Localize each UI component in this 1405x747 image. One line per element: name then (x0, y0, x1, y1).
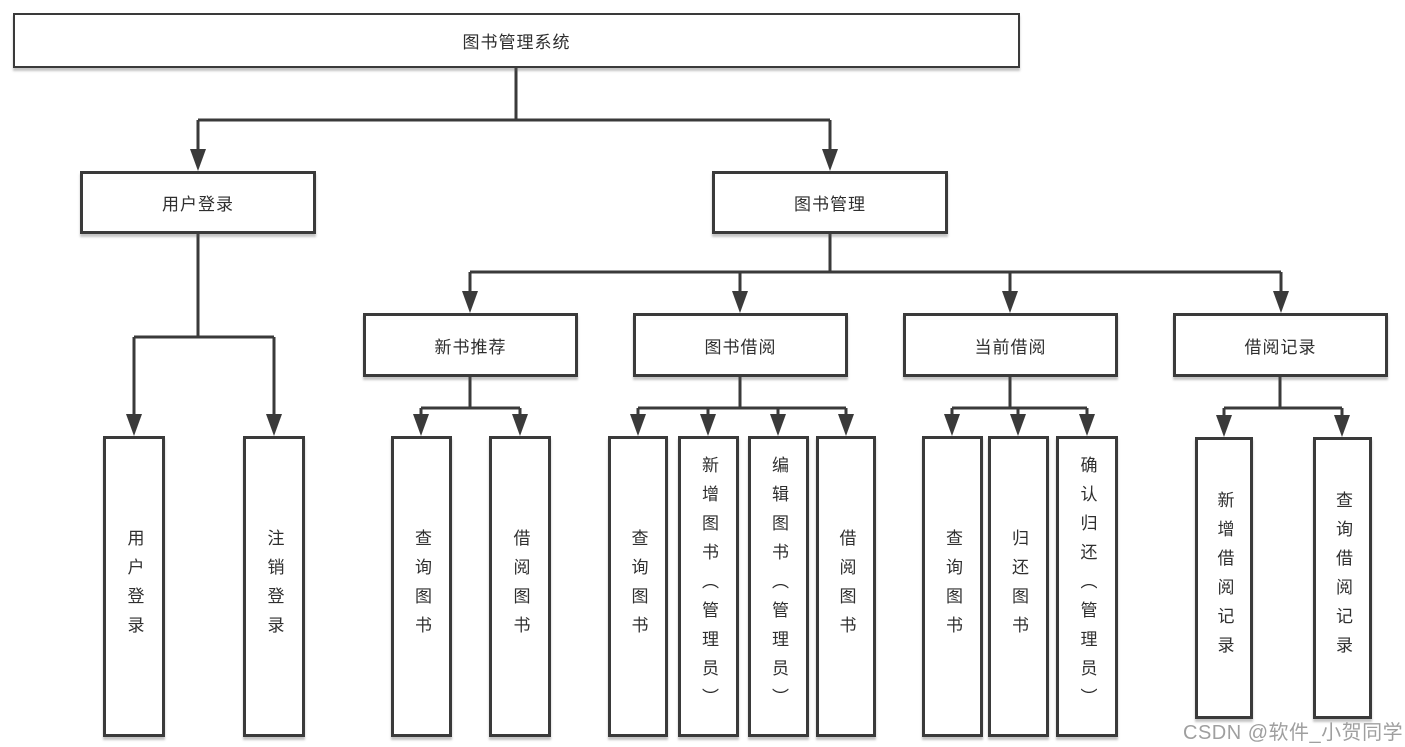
leaf-cb-query-book: 查询图书 (922, 436, 983, 737)
connector-book-mgmt-to-level3 (468, 234, 1283, 296)
arrowhead-down-icon (190, 149, 206, 171)
node-library-system: 图书管理系统 (13, 13, 1020, 68)
leaf-bb-add-book-admin: 新增图书（管理员） (678, 436, 739, 737)
leaf-logout: 注销登录 (243, 436, 305, 737)
connector-user-login-to-leaves (132, 234, 276, 420)
leaf-br-add-record: 新增借阅记录 (1195, 437, 1253, 719)
leaf-nb-borrow-book: 借阅图书 (489, 436, 551, 737)
arrowhead-down-icon (732, 291, 748, 313)
connector-current-borrow-to-leaves (950, 377, 1089, 420)
leaf-bb-borrow-book: 借阅图书 (816, 436, 876, 737)
arrowhead-down-icon (462, 291, 478, 313)
arrowhead-down-icon (512, 414, 528, 436)
leaf-user-login: 用户登录 (103, 436, 165, 737)
connector-book-borrow-to-leaves (636, 377, 848, 420)
arrowhead-down-icon (1010, 414, 1026, 436)
watermark: CSDN @软件_小贺同学 (1183, 722, 1404, 744)
arrowhead-down-icon (822, 149, 838, 171)
arrowhead-down-icon (126, 414, 142, 436)
connector-new-book-to-leaves (419, 377, 522, 420)
node-user-login: 用户登录 (80, 171, 316, 234)
arrowhead-down-icon (944, 414, 960, 436)
leaf-bb-query-book: 查询图书 (608, 436, 668, 737)
arrowhead-down-icon (1216, 415, 1232, 437)
leaf-bb-edit-book-admin: 编辑图书（管理员） (748, 436, 809, 737)
arrowhead-down-icon (630, 414, 646, 436)
leaf-br-query-record: 查询借阅记录 (1313, 437, 1372, 719)
arrowhead-down-icon (1079, 414, 1095, 436)
arrowhead-down-icon (413, 414, 429, 436)
connector-root-to-level2 (196, 68, 832, 155)
arrowhead-down-icon (700, 414, 716, 436)
node-book-borrowing: 图书借阅 (633, 313, 848, 377)
leaf-cb-return-book: 归还图书 (988, 436, 1049, 737)
arrowhead-down-icon (1002, 291, 1018, 313)
node-current-borrowing: 当前借阅 (903, 313, 1118, 377)
node-new-book-recommend: 新书推荐 (363, 313, 578, 377)
leaf-cb-confirm-return-admin: 确认归还（管理员） (1056, 436, 1118, 737)
arrowhead-down-icon (1273, 291, 1289, 313)
node-borrowing-records: 借阅记录 (1173, 313, 1388, 377)
arrowhead-down-icon (1334, 415, 1350, 437)
connector-records-to-leaves (1222, 377, 1344, 421)
leaf-nb-query-book: 查询图书 (391, 436, 452, 737)
arrowhead-down-icon (838, 414, 854, 436)
arrowhead-down-icon (770, 414, 786, 436)
node-book-management: 图书管理 (712, 171, 948, 234)
arrowhead-down-icon (266, 414, 282, 436)
